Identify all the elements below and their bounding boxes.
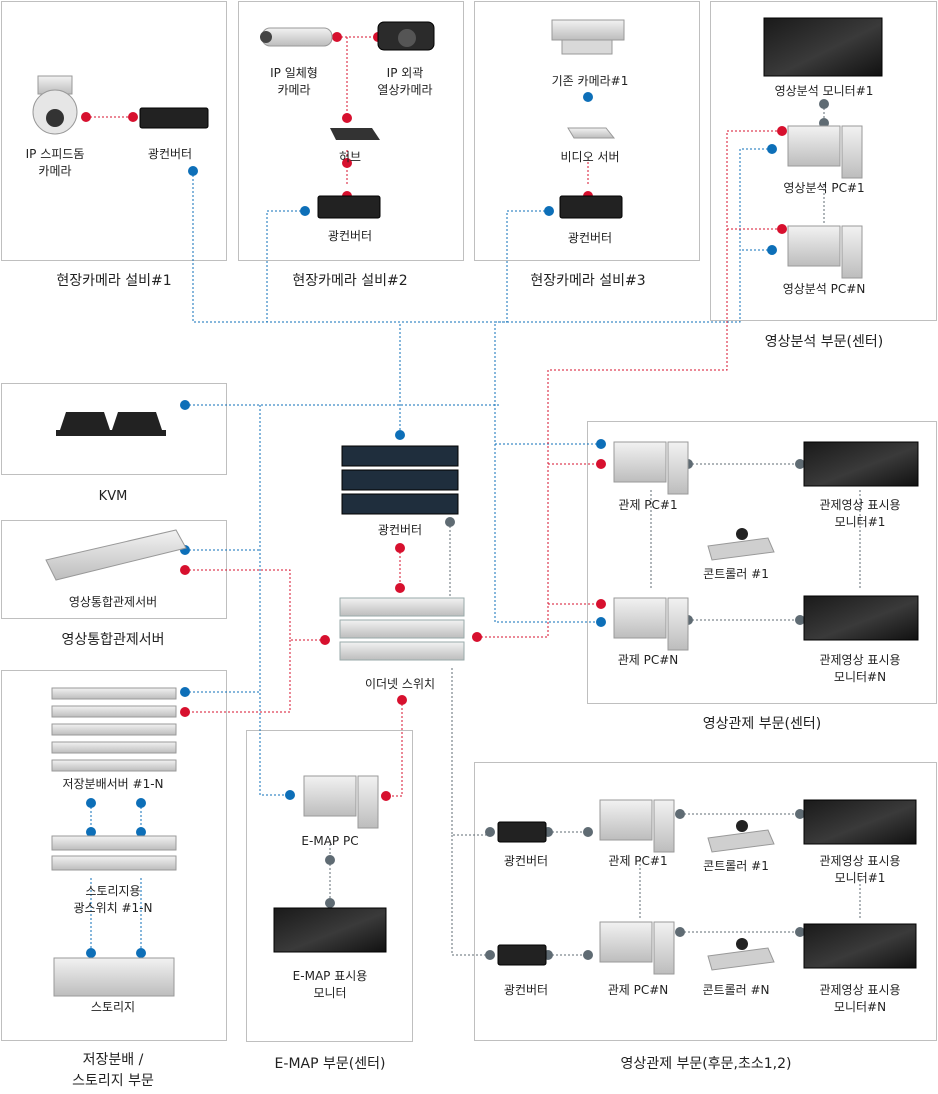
label-controller1-rear: 콘트롤러 #1 <box>703 859 769 873</box>
section-storage: 저장분배 / 스토리지 부문 <box>72 1052 154 1089</box>
server-icon <box>45 529 187 581</box>
ethernet-switch-icon <box>339 597 465 661</box>
ip-speed-dome-camera-icon <box>32 75 78 135</box>
section-field2: 현장카메라 설비#2 <box>292 273 408 289</box>
section-control-rear: 영상관제 부문(후문,초소1,2) <box>620 1056 792 1072</box>
analysis-monitor-icon <box>763 17 883 77</box>
label-controller1-center: 콘트롤러 #1 <box>703 567 769 581</box>
display-monitor-icon <box>273 441 919 969</box>
label-analysis-pc1: 영상분석 PC#1 <box>783 181 865 195</box>
label-storage-server: 저장분배서버 #1-N <box>62 777 164 791</box>
label-core-converter: 광컨버터 <box>377 523 423 537</box>
controller-icon <box>707 528 775 971</box>
label-controllern-rear: 콘트롤러 #N <box>702 983 770 997</box>
label-converter-rear1: 광컨버터 <box>503 854 549 868</box>
section-field3: 현장카메라 설비#3 <box>530 273 646 289</box>
pc-icon <box>303 125 863 975</box>
label-converter-f2: 광컨버터 <box>327 229 373 243</box>
label-hub: 허브 <box>338 150 362 164</box>
section-analysis: 영상분석 부문(센터) <box>764 334 884 350</box>
label-converter-f1: 광컨버터 <box>147 147 193 161</box>
storage-switch-icon <box>51 835 177 871</box>
label-converter-rear2: 광컨버터 <box>503 983 549 997</box>
legacy-camera-icon <box>551 19 625 55</box>
thermal-camera-icon <box>377 21 435 51</box>
label-server-device: 영상통합관제서버 <box>68 595 158 609</box>
label-ethernet-switch: 이더넷 스위치 <box>364 677 436 691</box>
ip-bullet-camera-icon <box>260 27 333 47</box>
storage-server-icon <box>51 687 177 772</box>
label-storage: 스토리지 <box>90 1000 136 1014</box>
section-field1: 현장카메라 설비#1 <box>56 273 172 289</box>
label-kvm: KVM <box>98 489 128 504</box>
label-analysis-monitor: 영상분석 모니터#1 <box>774 84 874 98</box>
label-analysis-pcn: 영상분석 PC#N <box>782 282 866 296</box>
label-storage-switch: 스토리지용 광스위치 #1-N <box>73 884 153 915</box>
kvm-icon <box>56 412 166 436</box>
storage-icon <box>53 957 175 997</box>
label-ip-speed-dome: IP 스피드돔 카메라 <box>25 147 85 178</box>
label-emap-monitor: E-MAP 표시용 모니터 <box>292 969 368 1000</box>
label-legacy-camera: 기존 카메라#1 <box>551 74 629 88</box>
section-server: 영상통합관제서버 <box>61 632 165 648</box>
core-converter-rack-icon <box>341 445 459 515</box>
box-field1 <box>1 1 227 261</box>
label-control-pc1-rear: 관제 PC#1 <box>608 854 668 868</box>
label-display-monitor1-center: 관제영상 표시용 모니터#1 <box>819 498 901 529</box>
section-emap: E-MAP 부문(센터) <box>274 1056 386 1072</box>
blue-links <box>185 148 772 796</box>
label-control-pcn-center: 관제 PC#N <box>617 653 679 667</box>
label-converter-f3: 광컨버터 <box>567 231 613 245</box>
label-display-monitor1-rear: 관제영상 표시용 모니터#1 <box>819 854 901 885</box>
label-control-pc1-center: 관제 PC#1 <box>618 498 678 512</box>
converter-icon <box>139 107 623 966</box>
label-emap-pc: E-MAP PC <box>301 834 359 848</box>
label-display-monitorn-rear: 관제영상 표시용 모니터#N <box>819 983 901 1014</box>
label-display-monitorn-center: 관제영상 표시용 모니터#N <box>819 653 901 684</box>
label-control-pcn-rear: 관제 PC#N <box>607 983 669 997</box>
section-control-center: 영상관제 부문(센터) <box>702 716 822 732</box>
red-links <box>86 36 782 797</box>
video-server-icon <box>567 127 616 139</box>
label-ip-bullet: IP 일체형 카메라 <box>270 66 318 97</box>
label-video-server: 비디오 서버 <box>560 150 620 164</box>
gray-links <box>329 104 861 956</box>
label-ip-thermal: IP 외곽 열상카메라 <box>377 66 433 97</box>
hub-icon <box>330 128 380 140</box>
